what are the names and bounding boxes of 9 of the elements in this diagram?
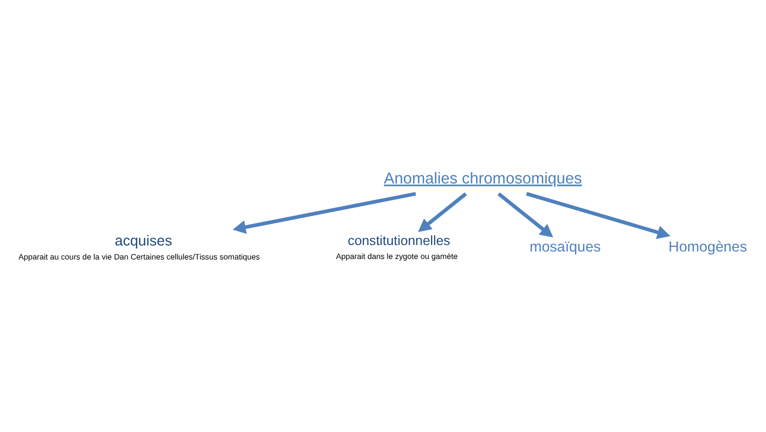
node-text: mosaïques [530,239,601,256]
node-text: acquises [114,232,172,249]
arrow [526,192,670,238]
arrow [498,192,554,237]
node-text: Homogènes [668,239,748,256]
arrow [232,191,416,234]
arrow [418,192,467,232]
node-text: Anomalies chromosomiques [384,170,582,188]
node-text: constitutionnelles [348,232,450,248]
